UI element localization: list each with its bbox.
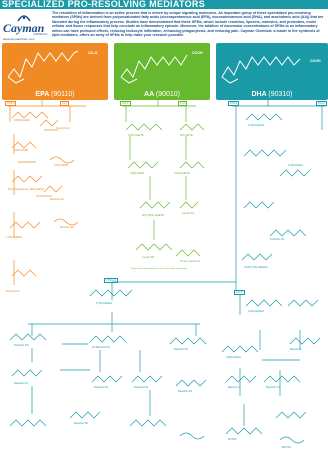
dha-metabolite: Resolvin T1 [266,386,280,389]
dha-metabolite: Protectin DX [14,344,29,347]
pathway-lines [8,100,326,444]
dha-header: COOH DHA (90310) [216,43,328,100]
aa-acid: COOH [192,51,203,55]
dha-metabolite: Resolvin D4 [134,386,148,389]
epa-metabolite: Resolvin E3 [60,226,74,229]
dha-metabolite: 14(R)-HDHA [226,356,241,359]
dha-metabolite: MCTR1 [282,446,291,449]
dha-metabolite: Resolvin D3 [94,386,108,389]
dha-acid: COOH [310,59,321,63]
epa-metabolite: 18(S)-HEPE [54,164,69,167]
dha-metabolite: 17(R)-HpDHA [248,124,265,127]
dha-chain-icon [221,56,301,84]
epa-title: EPA (90110) [2,91,108,98]
dha-metabolite: Resolvin D2 [174,348,188,351]
brand-name: Cayman [3,21,45,35]
aa-metabolite: Lipoxin B4 [142,256,155,259]
aa-metabolite: Lipoxin A4 [182,212,194,215]
brand-logo[interactable]: Cayman CHEMICAL www.caymanchem.com [3,13,49,41]
dha-name: DHA [251,91,267,98]
epa-enzyme-tag: 5-LO [60,101,70,106]
aa-enzyme-tag: 5-LO [178,101,188,106]
brand-sub: CHEMICAL [33,33,49,36]
epa-metabolite: 18(R)-HpEPE [14,119,30,122]
aa-metabolite: 15(S)-HpETE [174,172,190,175]
dha-metabolite: 17(S)-HpDHA [96,302,112,305]
dha-enzyme-tag: 17(S)-LO [104,278,118,283]
aa-metabolite: 15-epi Lipoxin A4 [180,260,200,263]
dha-title: DHA (90310) [216,91,328,98]
poster-title-banner: SPECIALIZED PRO-RESOLVING MEDIATORS [0,0,328,9]
aa-name: AA [144,91,154,98]
dha-metabolite: Maresin 1 [290,348,302,351]
dha-enzyme-tag: 12-LO [234,290,245,295]
dha-metabolite: Resolvin D1 [14,382,28,385]
dha-metabolite: Maresin 2 [228,386,240,389]
dha-enzyme-tag: 15-LO [316,101,327,106]
dha-metabolite: Resolvin D6 [74,422,88,425]
aa-catalog-number: (90010) [155,91,180,98]
aa-chain-icon [120,54,188,84]
epa-metabolite: 17(S)-HpEPE [6,236,22,239]
dha-metabolite: Protectin D1 [270,238,285,241]
epa-metabolite: Resolvin E2 [50,198,64,201]
epa-catalog-number: (90110) [50,91,75,98]
epa-enzyme-tag: COX-2 [5,101,17,106]
epa-name: EPA [35,91,50,98]
brand-url[interactable]: www.caymanchem.com [3,37,35,41]
logo-arc-icon [17,15,31,22]
epa-metabolite: 18(R)-HEPE [14,149,29,152]
aa-enzyme-tag: 15-LO [120,101,131,106]
aa-footnote: *Some of these lipid mediators have not … [130,268,188,270]
dha-metabolite: RCTR1 [228,438,237,441]
epa-metabolite: Resolvin E1 [6,290,20,293]
dha-metabolite: 14(S)-HpDHA [248,310,264,313]
aa-metabolite: 15(S)-HpETE [128,134,144,137]
epa-chain-icon [7,50,79,84]
pathway-diagram: COX-2 5-LO 18(R)-HpEPE Resolvin E1 18(R)… [0,100,328,475]
epa-metabolite: Resolvin E1 [56,127,70,130]
epa-header: CO₂H EPA (90110) [2,43,108,100]
dha-metabolite: 17(R)-HDHA [288,164,303,167]
dha-metabolite: 10(S),17(S)-diHDHA [244,266,268,269]
aa-metabolite: 5(S),15(S)-diHETE [142,214,164,217]
aa-header: COOH AA (90010) [114,43,210,100]
epa-metabolite: 5(S)-Hydroperoxy-18(R)-HEPE [8,188,44,191]
intro-paragraph: The resolution of inflammation is an act… [52,11,324,38]
poster-title: SPECIALIZED PRO-RESOLVING MEDIATORS [2,0,206,9]
dha-catalog-number: (90310) [268,91,293,98]
dha-metabolite: Resolvin D5 [178,390,192,393]
dha-enzyme-tag: COX-2 [228,101,240,106]
aa-metabolite: 5(S)-HETE [180,134,193,137]
dha-metabolite: AT-Resolvin D1 [92,346,110,349]
epa-acid: CO₂H [88,51,98,55]
aa-title: AA (90010) [114,91,210,98]
aa-metabolite: 15(S)-HETE [130,172,145,175]
